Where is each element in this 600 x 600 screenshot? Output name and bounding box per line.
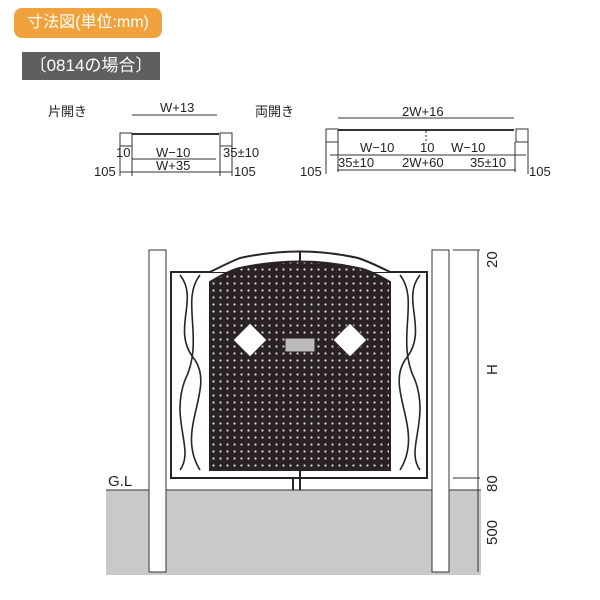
double-center-gap: 10 <box>420 140 434 155</box>
single-overall-dim: W+35 <box>156 158 190 173</box>
single-right-gap: 35±10 <box>223 145 259 160</box>
double-right-inner: W−10 <box>451 140 485 155</box>
double-left-post: 105 <box>300 164 322 179</box>
double-right-post: 105 <box>529 164 551 179</box>
single-left-gap: 10 <box>116 145 130 160</box>
double-overall-dim: 2W+60 <box>402 155 444 170</box>
double-left-inner: W−10 <box>360 140 394 155</box>
dimension-title-badge: 寸法図(単位:mm) <box>14 8 162 38</box>
double-right-gap: 35±10 <box>470 155 506 170</box>
double-gate <box>170 250 428 490</box>
case-label: 〔0814の場合〕 <box>22 52 160 80</box>
single-swing-plan <box>119 114 233 176</box>
double-top-dim: 2W+16 <box>402 104 444 119</box>
single-left-post: 105 <box>94 164 116 179</box>
double-swing-label: 両開き <box>255 104 294 119</box>
single-swing-label: 片開き <box>48 104 87 119</box>
height-dimension-line <box>453 249 480 572</box>
dim-height-h: H <box>484 364 501 375</box>
ground <box>106 490 481 575</box>
dim-foundation-500: 500 <box>484 520 501 545</box>
left-post <box>148 249 167 573</box>
ground-level-label: G.L <box>108 473 132 490</box>
double-swing-plan <box>325 117 529 174</box>
single-top-dim: W+13 <box>160 100 194 115</box>
double-left-gap: 35±10 <box>338 155 374 170</box>
dim-bottom-80: 80 <box>484 475 501 492</box>
single-right-post: 105 <box>234 164 256 179</box>
single-inner-dim: W−10 <box>156 145 190 160</box>
dim-top-20: 20 <box>484 251 501 268</box>
right-post <box>431 249 450 573</box>
